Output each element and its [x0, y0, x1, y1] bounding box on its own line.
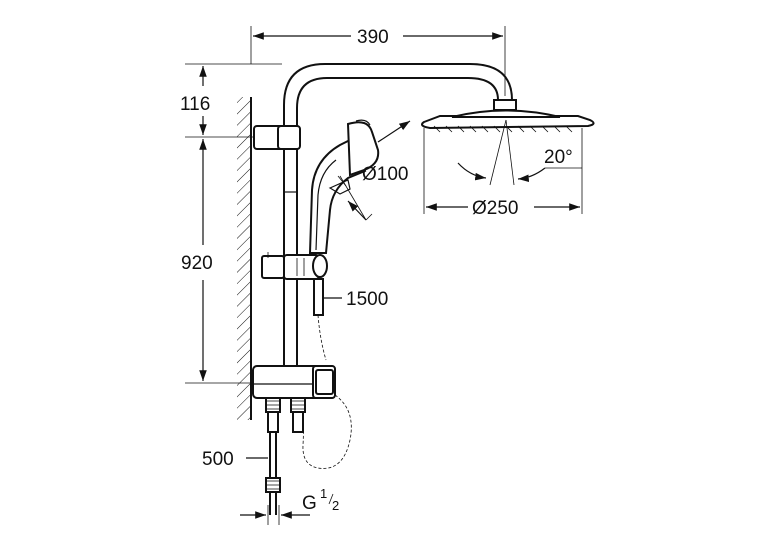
wall [237, 97, 252, 420]
dimension-top-offset: 116 [180, 63, 282, 138]
arm-reach-label: 390 [357, 27, 389, 48]
shower-arm [283, 63, 513, 150]
head-shower-diameter-label: Ø250 [472, 198, 518, 219]
thread-denominator-label: 2 [332, 498, 339, 513]
tilt-angle-label: 20° [544, 147, 573, 168]
hand-shower-diameter-label: Ø100 [362, 164, 408, 185]
thermostatic-mixer [252, 365, 336, 399]
hose-length-label: 1500 [346, 289, 388, 310]
hand-shower-holder [261, 252, 328, 280]
head-shower [421, 99, 595, 133]
dimension-thread: G 1 2 [240, 486, 339, 525]
dimension-hand-shower: Ø100 [339, 120, 411, 221]
thread-prefix-label: G [302, 493, 317, 514]
dimension-lower-length: 500 [202, 449, 268, 470]
wall-bracket-top [253, 125, 301, 150]
dimension-arm-reach: 390 [250, 26, 506, 96]
top-offset-label: 116 [180, 94, 210, 115]
dimension-head-shower: Ø250 [423, 128, 583, 219]
rail-height-label: 920 [181, 253, 213, 274]
thread-numerator-label: 1 [320, 486, 327, 501]
dimension-hose: 1500 [323, 289, 388, 310]
dimension-rail-height: 920 [181, 139, 254, 384]
hand-shower [308, 119, 380, 254]
inlet-connectors [265, 397, 306, 515]
lower-length-label: 500 [202, 449, 234, 470]
dimension-tilt-angle: 20° [457, 119, 582, 186]
